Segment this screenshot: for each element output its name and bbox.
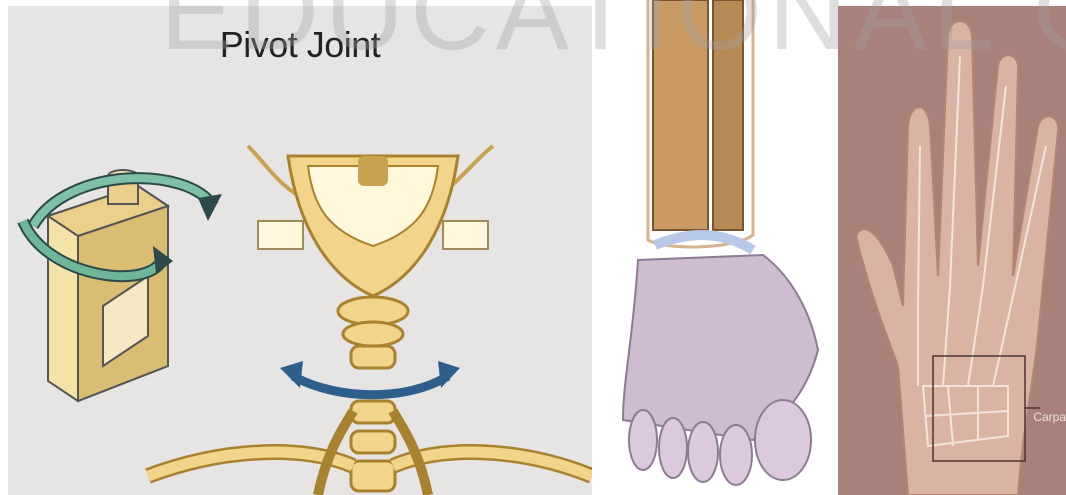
ankle-joint-panel	[593, 0, 838, 495]
foot	[623, 255, 818, 485]
pivot-block-model	[48, 170, 168, 401]
hand-skin	[856, 21, 1058, 495]
wrist-joint-panel: Carpa	[838, 6, 1066, 495]
hand-illustration	[838, 6, 1066, 495]
pivot-joint-panel: Pivot Joint	[8, 6, 592, 495]
leg-bones	[648, 0, 753, 247]
ankle-joint-illustration	[593, 0, 838, 495]
carpal-callout-label: Carpa	[1033, 410, 1066, 424]
skull-jaw	[248, 146, 493, 296]
pivot-joint-illustration	[8, 6, 592, 495]
